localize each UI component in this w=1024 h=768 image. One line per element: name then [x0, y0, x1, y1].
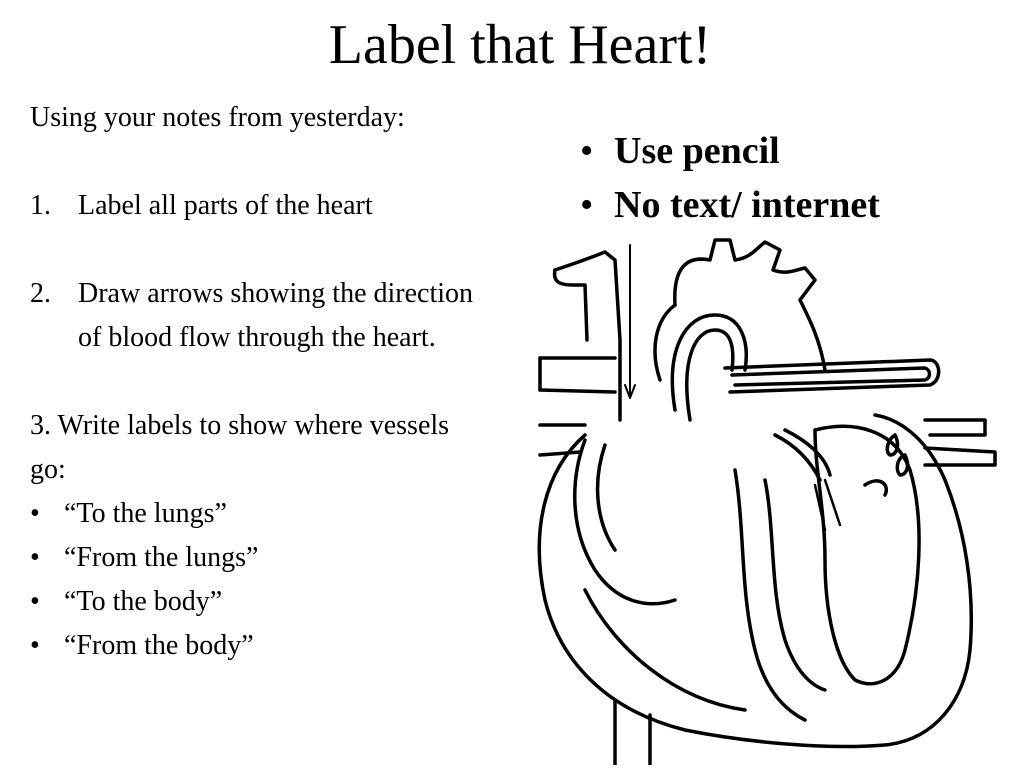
aortic-arch — [673, 238, 827, 372]
vessel-label-list: • “To the lungs” • “From the lungs” • “To t… — [30, 492, 490, 668]
step-1-number: 1. — [30, 190, 51, 221]
spacer — [30, 140, 490, 184]
bullet-icon: • — [30, 586, 40, 617]
step-2-text: Draw arrows showing the direction of blo… — [78, 278, 474, 353]
list-item: • “From the lungs” — [30, 536, 490, 580]
heart-diagram-icon — [537, 238, 997, 765]
rule-text: No text/ internet — [614, 184, 880, 226]
vessel-label: “To the lungs” — [64, 498, 227, 529]
vessel-label: “From the lungs” — [64, 542, 259, 573]
instructions-panel: Using your notes from yesterday: 1. Labe… — [30, 96, 490, 668]
list-item: • “To the lungs” — [30, 492, 490, 536]
step-1: 1. Label all parts of the heart — [30, 184, 490, 228]
septum — [733, 468, 807, 722]
list-item: • No text/ internet — [580, 178, 880, 232]
list-item: • Use pencil — [580, 124, 880, 178]
slide-title: Label that Heart! — [328, 14, 712, 76]
bullet-icon: • — [580, 130, 594, 172]
bullet-icon: • — [30, 630, 40, 661]
step-1-text: Label all parts of the heart — [78, 190, 373, 221]
rules-list: • Use pencil • No text/ internet — [580, 124, 880, 232]
inferior-vena-cava — [613, 698, 652, 765]
list-item: • “To the body” — [30, 580, 490, 624]
spacer — [30, 228, 490, 272]
heart-outline — [537, 413, 973, 749]
bullet-icon: • — [30, 542, 40, 573]
instructions-intro: Using your notes from yesterday: — [30, 102, 405, 133]
vessel-label: “From the body” — [64, 630, 254, 661]
bullet-icon: • — [580, 184, 594, 226]
vessel-label: “To the body” — [64, 586, 223, 617]
list-item: • “From the body” — [30, 624, 490, 668]
pulmonary-artery — [670, 313, 748, 412]
step-2: 2. Draw arrows showing the direction of … — [30, 272, 490, 360]
spacer — [30, 360, 490, 404]
rule-text: Use pencil — [614, 130, 780, 172]
step-3-text: 3. Write labels to show where vessels go… — [30, 410, 450, 485]
bullet-icon: • — [30, 498, 40, 529]
step-2-number: 2. — [30, 278, 51, 309]
superior-vena-cava — [553, 250, 622, 422]
